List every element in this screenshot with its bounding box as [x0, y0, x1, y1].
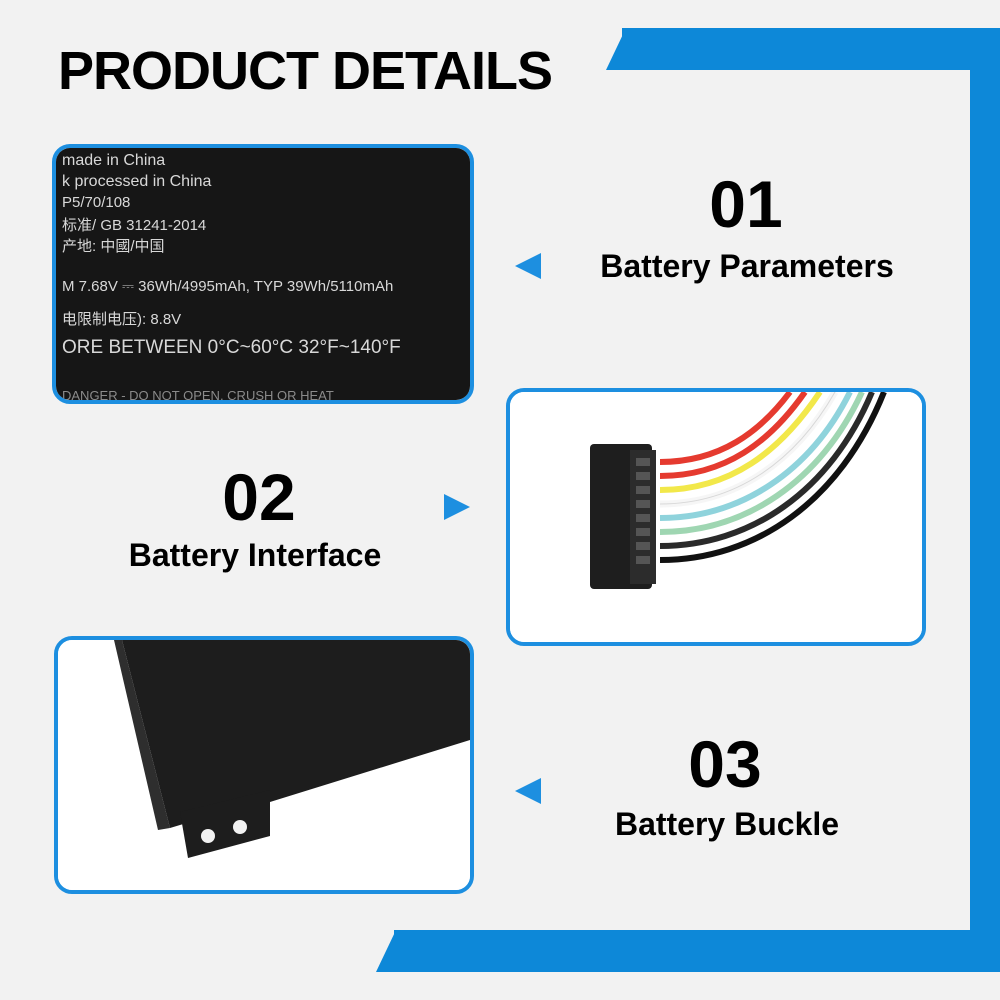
- frame-right-bar: [970, 28, 1000, 972]
- label-line: 标准/ GB 31241-2014: [62, 217, 207, 234]
- frame-top-bar: [622, 28, 1000, 70]
- buckle-illustration: [58, 640, 470, 890]
- left-arrow-icon: [515, 778, 541, 804]
- label-line: made in China: [62, 152, 166, 169]
- battery-buckle-image: [54, 636, 474, 894]
- label-line: M 7.68V ⎓ 36Wh/4995mAh, TYP 39Wh/5110mAh: [62, 278, 394, 295]
- page-title: PRODUCT DETAILS: [58, 41, 553, 101]
- battery-parameters-image: made in China k processed in China P5/70…: [52, 144, 474, 404]
- battery-label: made in China k processed in China P5/70…: [56, 148, 470, 400]
- label-line: P5/70/108: [62, 194, 131, 211]
- frame-bottom-corner: [376, 930, 396, 972]
- label-line: ORE BETWEEN 0°C~60°C 32°F~140°F: [62, 337, 401, 358]
- section-number: 02: [222, 460, 296, 534]
- frame-top-corner: [606, 28, 626, 70]
- battery-interface-image: [506, 388, 926, 646]
- section-caption: Battery Interface: [128, 537, 382, 573]
- section-caption: Battery Parameters: [600, 248, 894, 284]
- label-line: 产地: 中國/中国: [62, 238, 165, 255]
- connector-illustration: [510, 392, 922, 642]
- right-arrow-icon: [444, 494, 470, 520]
- section-caption: Battery Buckle: [614, 806, 840, 842]
- label-line: DANGER - DO NOT OPEN, CRUSH OR HEAT: [62, 388, 334, 403]
- left-arrow-icon: [515, 253, 541, 279]
- section-number: 03: [688, 727, 762, 801]
- section-number: 01: [709, 167, 783, 241]
- label-line: 电限制电压): 8.8V: [62, 311, 182, 328]
- frame-bottom-bar: [394, 930, 1000, 972]
- label-line: k processed in China: [62, 173, 212, 190]
